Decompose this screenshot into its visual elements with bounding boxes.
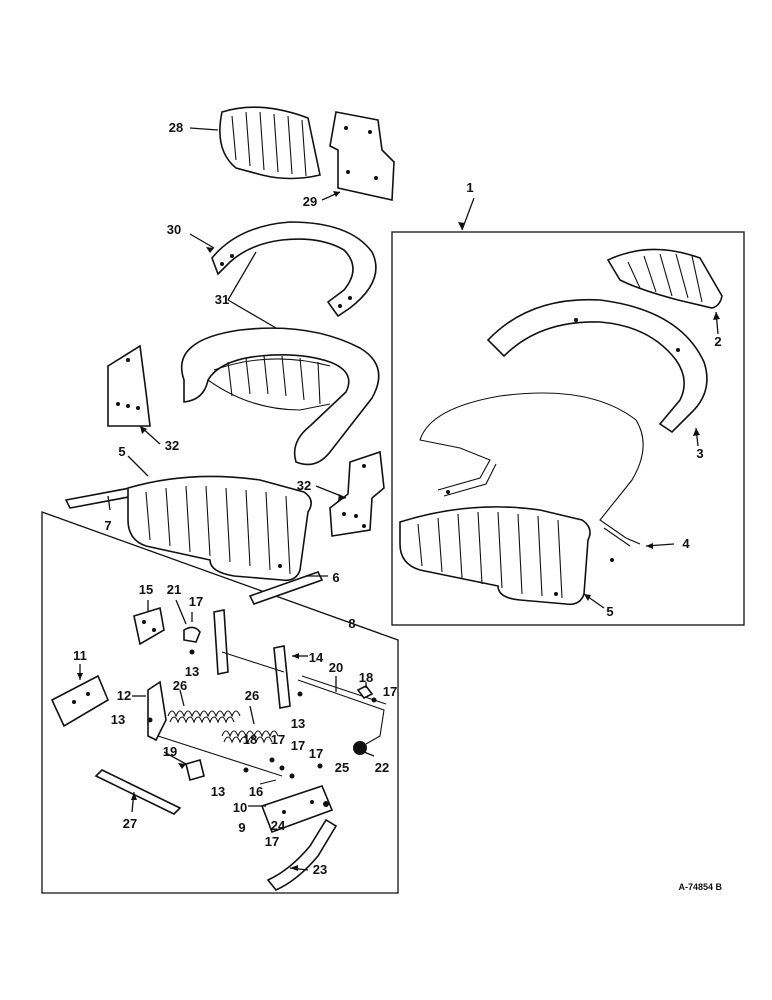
callout-17-e: 17: [309, 746, 323, 761]
callout-26-a: 26: [173, 678, 187, 693]
callout-13-b: 13: [111, 712, 125, 727]
link-16: [259, 779, 277, 785]
callout-22: 22: [375, 760, 389, 775]
spring-26-left: [167, 710, 241, 724]
callout-27: 27: [123, 816, 137, 831]
bracket-32-right: [329, 450, 385, 537]
assembly-back-frame-3: [486, 298, 708, 434]
seat-cushion-left: [127, 475, 312, 582]
callout-1: 1: [466, 180, 473, 195]
callout-23: 23: [313, 862, 327, 877]
callout-17-a: 17: [189, 594, 203, 609]
clip-18: [356, 684, 374, 700]
suspension-box: [41, 511, 399, 894]
callout-19: 19: [163, 744, 177, 759]
knob-22: [353, 741, 367, 755]
callout-5-right: 5: [606, 604, 613, 619]
callout-8: 8: [348, 616, 355, 631]
callout-30: 30: [167, 222, 181, 237]
assembly-seat-cushion-5: [399, 506, 591, 606]
callout-12: 12: [117, 688, 131, 703]
spring-26-right: [221, 730, 279, 744]
assembly-backrest-2: [606, 248, 723, 309]
callout-20: 20: [329, 660, 343, 675]
bracket-11: [50, 674, 110, 728]
callout-7: 7: [104, 518, 111, 533]
callout-14: 14: [309, 650, 324, 665]
callout-13-c: 13: [291, 716, 305, 731]
callout-2: 2: [714, 334, 721, 349]
callout-18-a: 18: [359, 670, 373, 685]
link-19: [185, 759, 205, 781]
callout-18-b: 18: [243, 732, 257, 747]
callout-17-f: 17: [265, 834, 279, 849]
callout-32-b: 32: [297, 478, 311, 493]
bracket-32-left: [107, 344, 151, 427]
drawing-reference: A-74854 B: [678, 882, 722, 892]
callout-4: 4: [682, 536, 690, 551]
callout-29: 29: [303, 194, 317, 209]
callout-24: 24: [271, 818, 286, 833]
bracket-15: [133, 606, 165, 646]
callout-11: 11: [73, 648, 87, 663]
callout-9: 9: [238, 820, 245, 835]
callout-13-a: 13: [185, 664, 199, 679]
callout-32-a: 32: [165, 438, 179, 453]
plate-10: [260, 785, 334, 834]
link-21: [183, 626, 201, 643]
callout-17-c: 17: [271, 732, 285, 747]
strap-27: [94, 769, 182, 815]
back-cushion: [180, 327, 380, 466]
back-frame-31: [211, 221, 377, 318]
callout-26-b: 26: [245, 688, 259, 703]
rod-20: [297, 675, 387, 745]
bracket-29: [329, 111, 395, 201]
callout-13-d: 13: [211, 784, 225, 799]
callout-10: 10: [233, 800, 247, 815]
callout-28: 28: [169, 120, 183, 135]
callout-6: 6: [332, 570, 339, 585]
callout-3: 3: [696, 446, 703, 461]
lever-plate-14: [213, 609, 291, 709]
callout-15: 15: [139, 582, 153, 597]
callout-17-d: 17: [291, 738, 305, 753]
rail-6: [248, 571, 324, 605]
rail-7: [64, 487, 136, 509]
callout-21: 21: [167, 582, 181, 597]
callout-31: 31: [215, 292, 229, 307]
small-fasteners: [147, 649, 377, 779]
callout-16: 16: [249, 784, 263, 799]
assembly-box: [391, 231, 745, 626]
backrest-cushion-28: [219, 106, 321, 180]
callout-5-left: 5: [118, 444, 125, 459]
handle-23: [266, 818, 338, 891]
assembly-frame-rod-4: [419, 392, 644, 562]
callout-17-b: 17: [383, 684, 397, 699]
lever-12: [147, 680, 283, 777]
callout-25: 25: [335, 760, 349, 775]
